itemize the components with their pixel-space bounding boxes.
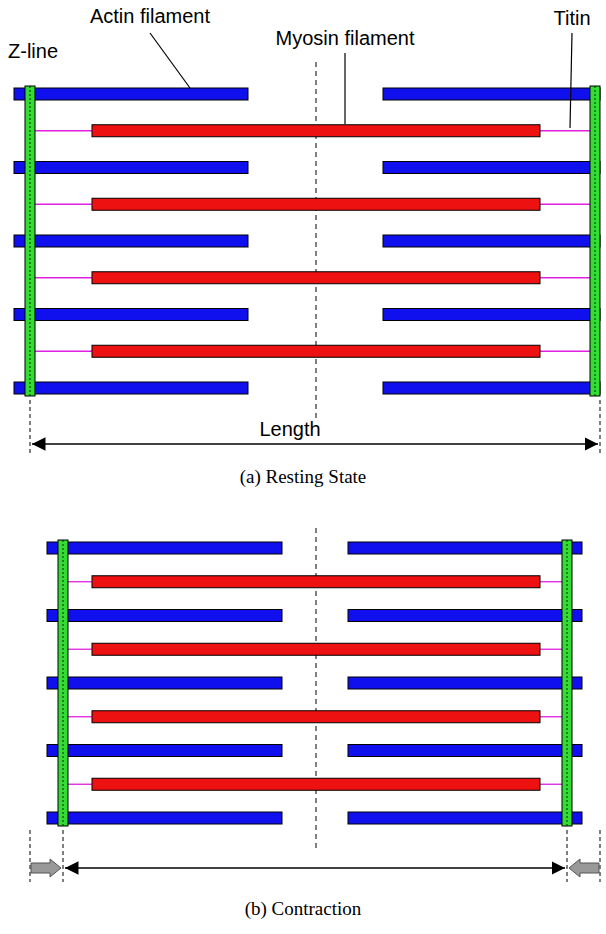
titin-strand	[540, 204, 590, 205]
actin-filament	[47, 542, 282, 554]
actin-filament	[47, 745, 282, 757]
titin-strand	[35, 130, 92, 131]
z-line-axis	[30, 86, 31, 396]
z-line-axis	[63, 540, 64, 826]
filament-label: Myosin filament	[274, 27, 417, 50]
actin-filament	[383, 88, 600, 100]
actin-filament	[383, 235, 600, 247]
leader-line	[344, 53, 345, 124]
actin-filament	[47, 610, 282, 622]
titin-strand	[35, 204, 92, 205]
actin-filament	[348, 542, 582, 554]
titin-strand	[540, 130, 590, 131]
z-line	[590, 86, 600, 396]
dimension-guide	[600, 830, 601, 882]
myosin-filament	[92, 576, 540, 588]
shortening-arrow	[569, 859, 599, 877]
titin-strand	[68, 649, 92, 650]
panel-caption: (a) Resting State	[238, 466, 369, 488]
titin-strand	[540, 581, 562, 582]
titin-strand	[68, 716, 92, 717]
actin-filament	[348, 745, 582, 757]
center-line	[316, 62, 317, 425]
filament-label: Actin filament	[88, 5, 212, 28]
titin-strand	[35, 351, 92, 352]
leader-line	[570, 33, 572, 128]
actin-filament	[383, 162, 600, 174]
actin-filament	[14, 235, 248, 247]
shortening-arrow	[31, 859, 61, 877]
z-line-axis	[595, 86, 596, 396]
titin-strand	[540, 351, 590, 352]
actin-filament	[348, 677, 582, 689]
part-label: Titin	[551, 7, 592, 30]
length-arrow	[65, 867, 565, 869]
myosin-filament	[92, 778, 540, 790]
actin-filament	[383, 309, 600, 321]
actin-filament	[14, 88, 248, 100]
myosin-filament	[92, 125, 540, 137]
myosin-filament	[92, 345, 540, 357]
titin-strand	[540, 716, 562, 717]
dimension-guide	[30, 830, 31, 882]
myosin-filament	[92, 711, 540, 723]
dimension-guide	[30, 400, 31, 455]
titin-strand	[35, 277, 92, 278]
myosin-filament	[92, 272, 540, 284]
actin-filament	[47, 812, 282, 824]
titin-strand	[68, 581, 92, 582]
dimension-guide	[63, 830, 64, 882]
panel-caption: (b) Contraction	[243, 898, 364, 920]
actin-filament	[47, 677, 282, 689]
z-line	[58, 540, 68, 826]
z-line-axis	[567, 540, 568, 826]
actin-filament	[348, 610, 582, 622]
leader-line	[150, 33, 190, 88]
dimension-guide	[567, 830, 568, 882]
actin-filament	[14, 309, 248, 321]
length-arrow	[32, 443, 598, 445]
z-line	[562, 540, 572, 826]
actin-filament	[14, 162, 248, 174]
actin-filament	[383, 382, 600, 394]
z-line	[25, 86, 35, 396]
dimension-label: Length	[257, 418, 322, 441]
myosin-filament	[92, 643, 540, 655]
part-label: Z-line	[6, 40, 60, 63]
myosin-filament	[92, 198, 540, 210]
titin-strand	[540, 649, 562, 650]
titin-strand	[540, 277, 590, 278]
actin-filament	[14, 382, 248, 394]
dimension-guide	[600, 400, 601, 455]
titin-strand	[68, 784, 92, 785]
titin-strand	[540, 784, 562, 785]
actin-filament	[348, 812, 582, 824]
